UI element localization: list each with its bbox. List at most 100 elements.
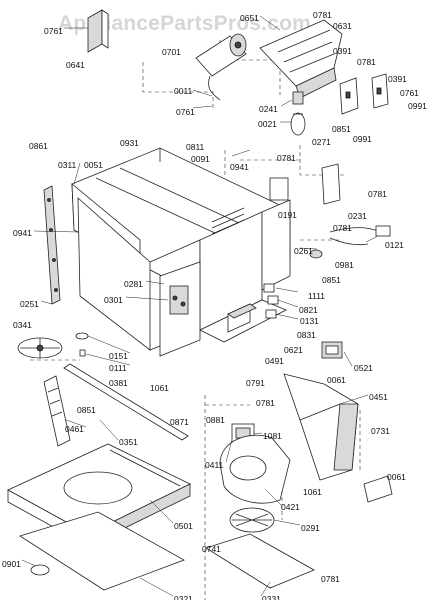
callout-0011: 0011 bbox=[174, 86, 193, 96]
callout-1061: 1061 bbox=[150, 383, 169, 393]
callout-0761: 0761 bbox=[176, 107, 195, 117]
callout-0781: 0781 bbox=[277, 153, 296, 163]
callout-0761: 0761 bbox=[400, 88, 419, 98]
callout-0761: 0761 bbox=[44, 26, 63, 36]
callout-0461: 0461 bbox=[65, 424, 84, 434]
vent-cover-0631 bbox=[259, 19, 343, 99]
callout-0861: 0861 bbox=[29, 141, 48, 151]
callout-0621: 0621 bbox=[284, 345, 303, 355]
side-strip-0311 bbox=[43, 185, 61, 305]
callout-0881: 0881 bbox=[206, 415, 225, 425]
bottom-cover-0331 bbox=[205, 533, 315, 589]
callout-0341: 0341 bbox=[13, 320, 32, 330]
callout-0781: 0781 bbox=[357, 57, 376, 67]
callout-0701: 0701 bbox=[162, 47, 181, 57]
callout-0831: 0831 bbox=[297, 330, 316, 340]
callout-0871: 0871 bbox=[170, 417, 189, 427]
switch-cluster bbox=[263, 283, 279, 319]
callout-0111: 0111 bbox=[109, 363, 127, 373]
stirrer-0341 bbox=[17, 337, 63, 359]
callout-0301: 0301 bbox=[104, 295, 123, 305]
callout-0781: 0781 bbox=[321, 574, 340, 584]
capacitor-0701 bbox=[195, 33, 247, 101]
lamp-0901 bbox=[30, 564, 50, 576]
callout-0121: 0121 bbox=[385, 240, 404, 250]
callout-0981: 0981 bbox=[335, 260, 354, 270]
callout-0241: 0241 bbox=[259, 104, 278, 114]
callout-0311: 0311 bbox=[58, 160, 77, 170]
callout-0731: 0731 bbox=[371, 426, 390, 436]
callout-0421: 0421 bbox=[281, 502, 300, 512]
watermark: AppliancePartsPros.com bbox=[58, 12, 311, 35]
bracket-0061 bbox=[363, 475, 393, 503]
callout-0381: 0381 bbox=[109, 378, 128, 388]
callout-0061: 0061 bbox=[387, 472, 406, 482]
callout-0781: 0781 bbox=[256, 398, 275, 408]
callout-0851: 0851 bbox=[332, 124, 351, 134]
component-0231 bbox=[321, 163, 341, 205]
callout-0411: 0411 bbox=[205, 460, 224, 470]
duct-0461 bbox=[43, 375, 71, 447]
filter-bar-0351 bbox=[63, 363, 189, 441]
callout-0331: 0331 bbox=[262, 594, 281, 600]
callout-0811: 0811 bbox=[186, 142, 205, 152]
callout-0491: 0491 bbox=[265, 356, 284, 366]
callout-0271: 0271 bbox=[312, 137, 331, 147]
callout-0501: 0501 bbox=[174, 521, 193, 531]
callout-0741: 0741 bbox=[202, 544, 221, 554]
leader-lines bbox=[21, 15, 379, 597]
callout-0821: 0821 bbox=[299, 305, 318, 315]
callout-0281: 0281 bbox=[124, 279, 143, 289]
callout-0251: 0251 bbox=[20, 299, 39, 309]
small-parts-0151 bbox=[75, 332, 89, 357]
blower-wheel-0291 bbox=[229, 507, 275, 533]
callout-1081: 1081 bbox=[263, 431, 282, 441]
callout-0321: 0321 bbox=[174, 594, 193, 600]
callout-0261: 0261 bbox=[294, 246, 313, 256]
bracket-0391 bbox=[339, 73, 389, 115]
glass-sheet-0321 bbox=[19, 511, 185, 591]
choke-0981 bbox=[309, 249, 323, 259]
lamp-socket-and-bulb bbox=[290, 91, 306, 136]
callout-0091: 0091 bbox=[191, 154, 210, 164]
callout-0021: 0021 bbox=[258, 119, 277, 129]
callout-0851: 0851 bbox=[322, 275, 341, 285]
callout-0391: 0391 bbox=[333, 46, 352, 56]
callout-0051: 0051 bbox=[84, 160, 103, 170]
callout-0941: 0941 bbox=[230, 162, 249, 172]
callout-0291: 0291 bbox=[301, 523, 320, 533]
callout-0781: 0781 bbox=[368, 189, 387, 199]
callout-0851: 0851 bbox=[77, 405, 96, 415]
blower-housing-0421 bbox=[219, 434, 291, 504]
base-chassis-0491 bbox=[199, 299, 287, 343]
callout-0151: 0151 bbox=[109, 351, 128, 361]
callout-0991: 0991 bbox=[408, 101, 427, 111]
callout-1061: 1061 bbox=[303, 487, 322, 497]
callout-0941: 0941 bbox=[13, 228, 32, 238]
callout-0061: 0061 bbox=[327, 375, 346, 385]
callout-0391: 0391 bbox=[388, 74, 407, 84]
duct-cover-0451 bbox=[283, 373, 359, 481]
rear-panel-0191 bbox=[261, 177, 291, 291]
control-assembly-0301 bbox=[159, 261, 201, 357]
vent-grid bbox=[211, 207, 245, 235]
bracket-0641 bbox=[87, 9, 109, 53]
callout-0991: 0991 bbox=[353, 134, 372, 144]
callout-0781: 0781 bbox=[333, 223, 352, 233]
callout-0631: 0631 bbox=[333, 21, 352, 31]
callout-0791: 0791 bbox=[246, 378, 265, 388]
callout-0451: 0451 bbox=[369, 392, 388, 402]
callout-0641: 0641 bbox=[66, 60, 85, 70]
callout-0651: 0651 bbox=[240, 13, 259, 23]
callout-0931: 0931 bbox=[120, 138, 139, 148]
power-cord-0121 bbox=[329, 225, 391, 246]
transformer-0521 bbox=[321, 341, 343, 359]
callout-0191: 0191 bbox=[278, 210, 297, 220]
callout-0131: 0131 bbox=[300, 316, 319, 326]
callout-0351: 0351 bbox=[119, 437, 138, 447]
callout-0521: 0521 bbox=[354, 363, 373, 373]
callout-0781: 0781 bbox=[313, 10, 332, 20]
